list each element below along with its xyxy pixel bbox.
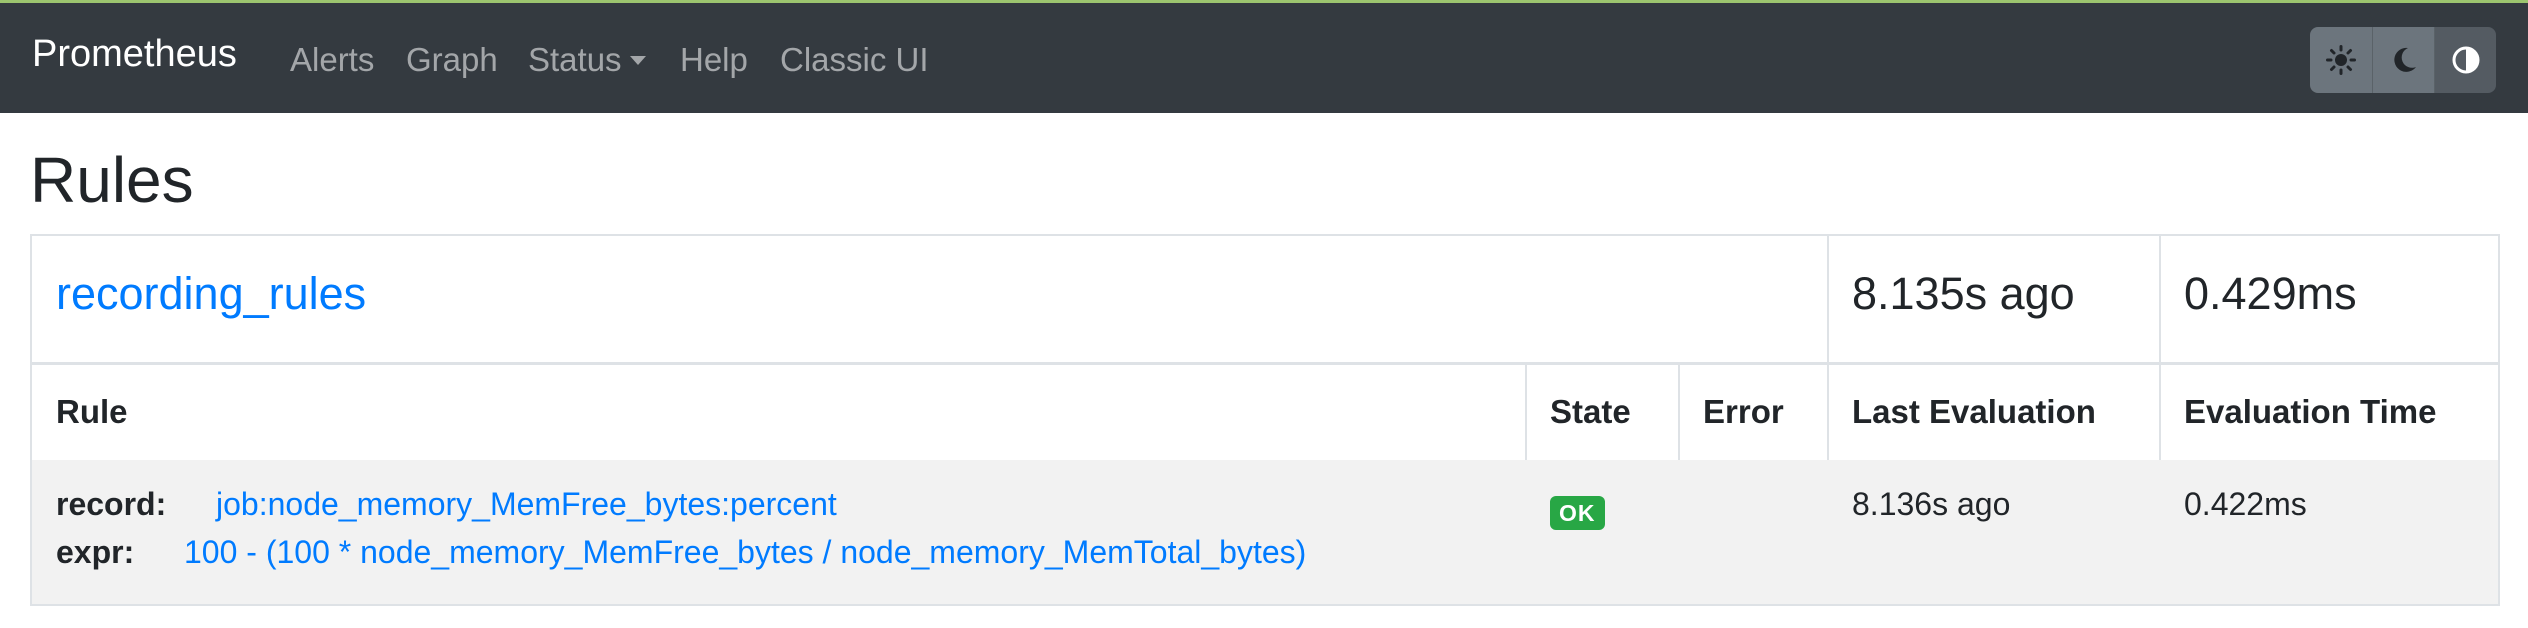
state-ok-badge: OK [1550,496,1605,530]
caret-down-icon [629,56,646,65]
expr-query-link[interactable]: 100 - (100 * node_memory_MemFree_bytes /… [184,534,1307,570]
nav-link-graph[interactable]: Graph [406,41,498,78]
nav-dropdown-status[interactable]: Status [528,37,646,83]
column-divider [1827,236,1829,604]
nav-link-help[interactable]: Help [680,41,748,78]
rule-evaluation-time: 0.422ms [2184,486,2307,522]
nav-dropdown-status-label: Status [528,41,622,78]
rule-group-name-link[interactable]: recording_rules [56,268,367,319]
column-header-rule: Rule [56,393,128,430]
nav-link-alerts[interactable]: Alerts [290,41,375,78]
column-header-last-evaluation: Last Evaluation [1852,393,2096,430]
auto-theme-button[interactable] [2434,27,2496,93]
column-header-state: State [1550,393,1631,430]
record-name-link[interactable]: job:node_memory_MemFree_bytes:percent [216,486,837,522]
rule-group-table: recording_rules 8.135s ago 0.429ms Rule … [30,234,2500,606]
table-row: record: job:node_memory_MemFree_bytes:pe… [32,460,2498,604]
moon-icon [2393,47,2416,72]
theme-toggle-group [2310,27,2496,93]
brand-logo-link[interactable]: Prometheus [32,33,237,75]
dark-theme-button[interactable] [2372,27,2434,93]
light-theme-button[interactable] [2310,27,2372,93]
rule-group-last-evaluation: 8.135s ago [1852,268,2075,319]
page-title: Rules [30,144,194,216]
column-divider [2159,236,2161,604]
top-navbar: Prometheus Alerts Graph Status Help Clas… [0,3,2528,113]
rule-group-evaluation-time: 0.429ms [2184,268,2357,319]
sun-icon [2326,45,2356,75]
rule-last-evaluation: 8.136s ago [1852,486,2011,522]
expr-label: expr: [56,534,135,570]
top-accent-line [0,0,2528,3]
rule-group-header-row: recording_rules 8.135s ago 0.429ms [32,236,2498,365]
record-label: record: [56,486,167,522]
column-header-error: Error [1703,393,1784,430]
nav-link-classic-ui[interactable]: Classic UI [780,41,929,78]
half-circle-icon [2452,46,2479,74]
table-header-row: Rule State Error Last Evaluation Evaluat… [32,362,2498,462]
column-header-evaluation-time: Evaluation Time [2184,393,2437,430]
